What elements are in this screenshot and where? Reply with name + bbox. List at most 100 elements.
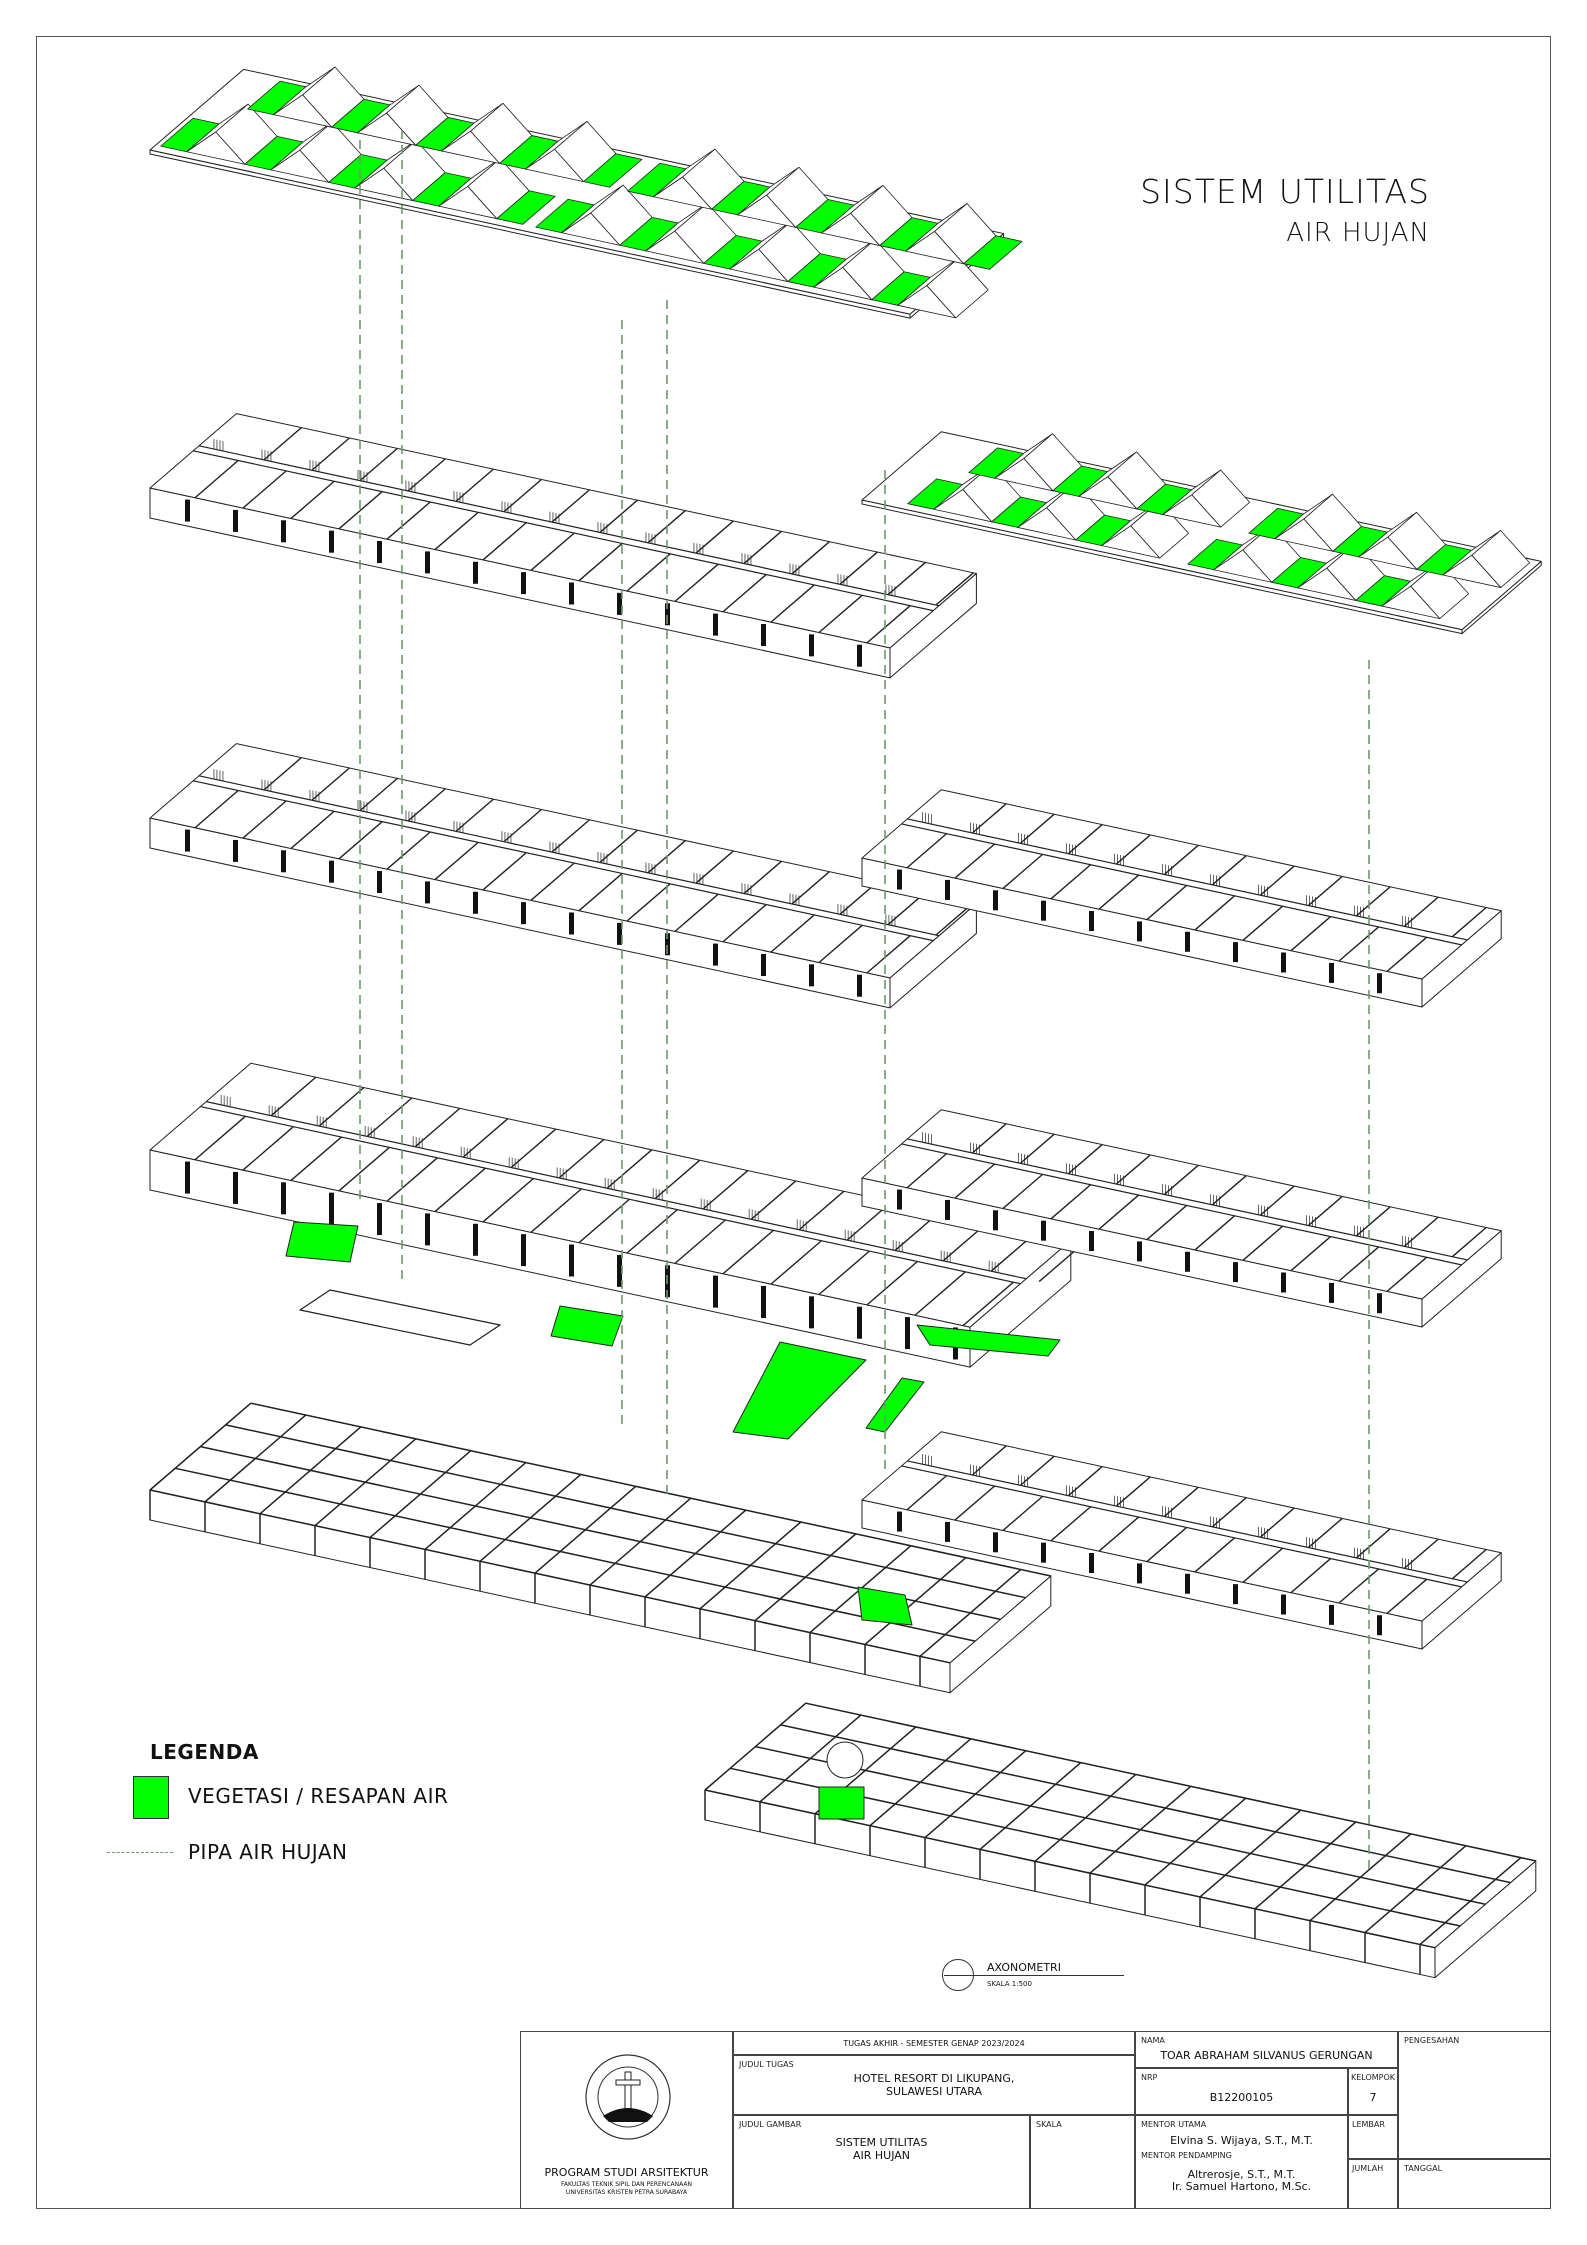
floor-right-2-partition	[1290, 1236, 1332, 1272]
roof-left-row-front-gable-end	[561, 212, 621, 246]
floor-2-left-door	[809, 634, 814, 657]
ground-floor-corridor	[206, 1101, 1027, 1280]
floor-right-3-partition	[954, 1485, 996, 1521]
ground-floor-partition	[654, 1159, 701, 1200]
floor-right-2-door	[1041, 1220, 1046, 1241]
ground-floor-partition	[798, 1190, 845, 1231]
judul-tugas-line2: SULAWESI UTARA	[885, 2085, 983, 2098]
nrp-value: B12200105	[1209, 2091, 1274, 2104]
floor-right-2-partition	[1242, 1225, 1284, 1261]
floor-right-3-partition	[1050, 1506, 1092, 1542]
nama-cell: NAMA TOAR ABRAHAM SILVANUS GERUNGAN	[1135, 2031, 1398, 2068]
tanggal-label: TANGGAL	[1404, 2164, 1443, 2173]
floor-right-3-partition	[971, 1445, 1007, 1476]
floor-3-left-door	[809, 964, 814, 987]
floor-right-1-partition	[1290, 916, 1332, 952]
skala-cell: SKALA	[1030, 2115, 1135, 2209]
floor-3-left-partition	[263, 757, 302, 791]
vegetation-patch	[865, 1377, 925, 1433]
floor-3-left-door	[521, 902, 526, 925]
floor-right-1-partition	[1146, 884, 1188, 921]
ground-floor-partition	[482, 1177, 534, 1223]
floor-right-1-corridor	[901, 823, 1462, 946]
judul-tugas-cell: JUDUL TUGAS HOTEL RESORT DI LIKUPANG, SU…	[733, 2055, 1135, 2115]
floor-right-1-door	[1137, 921, 1142, 942]
roof-left-row-back-green-roof	[963, 235, 1023, 270]
ground-floor-partition	[434, 1167, 486, 1213]
floor-right-1-partition	[1307, 875, 1343, 907]
floor-right-3-partition	[1386, 1578, 1428, 1614]
nrp-label: NRP	[1141, 2073, 1158, 2082]
floor-2-left-partition	[935, 572, 974, 606]
floor-3-left-partition	[599, 829, 638, 863]
floor-right-1-door	[1185, 931, 1190, 952]
floor-3-left-door	[857, 974, 862, 997]
floor-right-1-partition	[1355, 886, 1391, 917]
floor-right-3-partition	[1019, 1455, 1055, 1486]
foundation-left-beam	[175, 1467, 976, 1642]
legend-pipe-dash-icon	[107, 1852, 173, 1853]
floor-right-3-partition	[1115, 1476, 1151, 1507]
ground-floor-partition	[530, 1188, 582, 1233]
floor-right-2-partition	[954, 1163, 996, 1199]
floor-2-left-partition	[290, 480, 335, 519]
roof-right-row-back-gable-end	[1442, 554, 1502, 588]
vegetation-patch	[857, 1586, 913, 1626]
header-cell: TUGAS AKHIR - SEMESTER GENAP 2023/2024	[733, 2031, 1135, 2055]
ground-floor-corridor	[200, 1106, 1021, 1285]
roof-right-row-back-gable-end	[1274, 518, 1334, 552]
floor-right-2-partition	[1307, 1195, 1343, 1227]
floor-2-left-door	[521, 572, 526, 595]
ground-floor-partition	[702, 1170, 749, 1210]
floor-2-left-door	[473, 561, 478, 584]
floor-right-3-door	[1041, 1542, 1046, 1563]
vegetation-patch	[550, 1305, 624, 1347]
roof-left-row-front-gable-end	[354, 167, 414, 201]
roof-right-row-front-gable-end	[933, 489, 993, 523]
floor-3-left-door	[569, 912, 574, 935]
floor-3-left-partition	[290, 810, 335, 849]
floor-right-3-partition	[1290, 1558, 1332, 1594]
floor-3-left-partition	[770, 914, 815, 953]
ground-floor-partition	[750, 1180, 797, 1220]
floor-right-1-partition	[1163, 844, 1199, 875]
floor-right-1-partition	[1194, 895, 1236, 931]
floor-3-left-partition	[242, 800, 287, 839]
ground-floor-partition	[386, 1157, 438, 1202]
legend-pipe-label: PIPA AIR HUJAN	[188, 1840, 348, 1864]
floor-right-2-partition	[1098, 1194, 1140, 1230]
vegetation-patch	[818, 1786, 865, 1820]
roof-left-row-back-gable-end	[905, 231, 964, 265]
floor-3-left-partition	[482, 852, 527, 891]
roof-right-row-front-gable-end	[1213, 549, 1273, 583]
ground-floor-partition	[558, 1138, 605, 1179]
ground-floor-door	[473, 1223, 478, 1256]
floor-right-1-partition	[954, 843, 996, 879]
floor-right-1-door	[1233, 942, 1238, 963]
floor-2-left-partition	[242, 470, 287, 509]
ground-floor-door	[713, 1275, 718, 1308]
floor-right-2-partition	[1115, 1154, 1151, 1185]
floor-3-left-door	[377, 871, 382, 894]
floor-right-1-partition	[1242, 905, 1284, 941]
floor-3-left-door	[617, 922, 622, 945]
roof-left-row-front-gable-end	[186, 131, 246, 165]
floor-right-2-partition	[906, 1153, 948, 1189]
floor-right-2-door	[1137, 1241, 1142, 1262]
roof-left-row-front-gable-end	[897, 285, 957, 319]
foundation-left-beam	[149, 1489, 951, 1664]
floor-3-left-partition	[743, 860, 782, 895]
floor-right-1-partition	[1098, 874, 1140, 910]
ground-floor-partition	[462, 1118, 509, 1158]
floor-3-left-partition	[818, 924, 863, 964]
floor-right-3-partition	[1355, 1528, 1391, 1559]
view-underline	[944, 1975, 1124, 1976]
ground-floor-partition	[510, 1128, 557, 1169]
floor-right-1-partition	[1002, 853, 1044, 889]
judul-gambar-line2: AIR HUJAN	[852, 2149, 911, 2162]
foundation-right-beam	[755, 1745, 1486, 1906]
roof-left-row-front-gable-end	[645, 230, 705, 264]
floor-3-left-partition	[386, 831, 431, 870]
floor-2-left-corridor	[198, 445, 940, 607]
kelompok-label: KELOMPOK	[1351, 2073, 1396, 2082]
